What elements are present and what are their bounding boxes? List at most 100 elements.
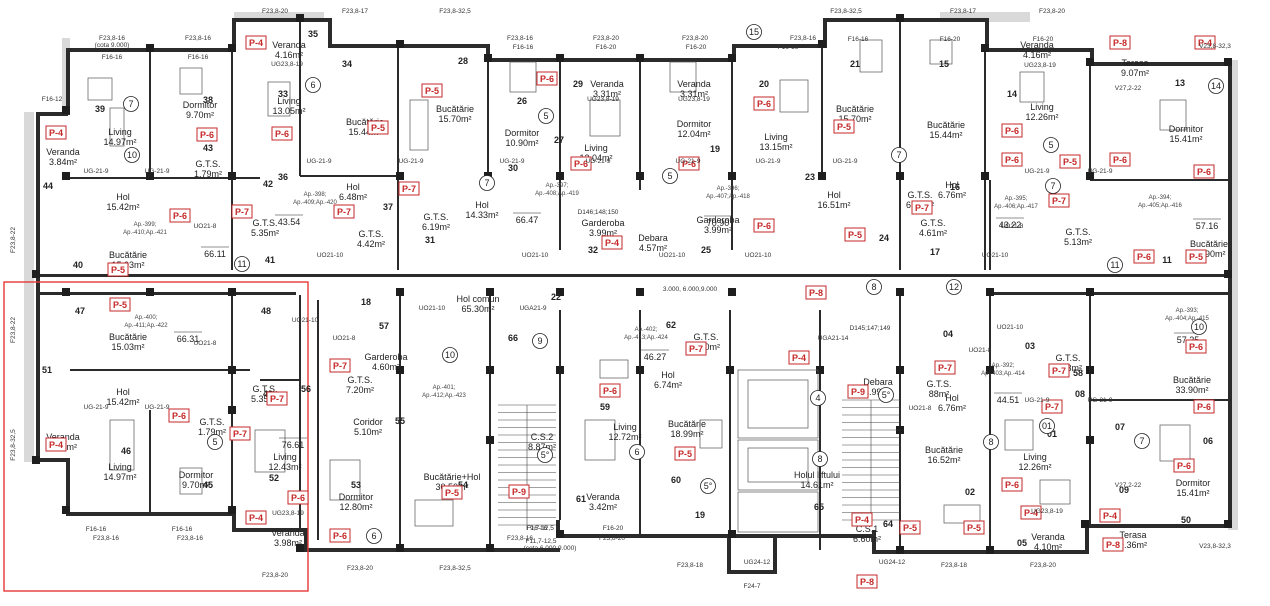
room-name: Bucătărie: [668, 419, 706, 429]
dimension-label: F16-16: [527, 525, 548, 532]
apartment-id: Ap.-398;: [304, 192, 327, 198]
tag-frame: [753, 218, 775, 233]
dimension-label: F23,8-20: [682, 35, 708, 42]
dimension-label: (cota 9.000): [95, 42, 130, 49]
room-area: 16.52m²: [927, 455, 960, 465]
room-name: G.T.S.: [195, 159, 220, 169]
apartment-type-tag: P-5: [109, 297, 131, 312]
furniture-item: [943, 504, 981, 524]
apartment-id: Ap.-393;: [1176, 308, 1199, 314]
apartment-type-tag: P-6: [536, 71, 558, 86]
tag-frame: [678, 156, 700, 171]
apartment-type-tag: P-4: [601, 235, 623, 250]
apartment-id: Ap.-394;: [1149, 195, 1172, 201]
tag-frame: [1001, 152, 1023, 167]
room-area: 5.10m²: [354, 427, 382, 437]
room-area: 33.90m²: [1175, 385, 1208, 395]
grid-marker-label: 5: [543, 111, 548, 121]
tag-label: P-6: [1177, 461, 1191, 471]
apartment-area: 70.90: [707, 218, 730, 228]
opening-label: UG-21-9: [1025, 168, 1050, 175]
room-name: Debara: [638, 233, 668, 243]
room-area: 13.15m²: [759, 142, 792, 152]
room-area: 9.07m²: [1121, 68, 1149, 78]
dimension-label: UG23,8-19: [1024, 62, 1056, 69]
room-number: 31: [425, 235, 435, 245]
room-name: Veranda: [46, 147, 80, 157]
apartment-area: 76.61: [282, 440, 305, 450]
tag-label: P-5: [848, 230, 862, 240]
column: [396, 544, 404, 552]
apartment-type-tag: P-4: [245, 510, 267, 525]
dimension-label: F9,7-12,5: [526, 525, 554, 532]
room-area: 16.51m²: [817, 200, 850, 210]
room-name: G.T.S.: [252, 218, 277, 228]
apartment-type-tag: P-6: [678, 156, 700, 171]
apartment-type-tag: P-6: [570, 156, 592, 171]
dimension-label: UG23,8-19: [678, 96, 710, 103]
dimension-label: F23,8-16: [177, 535, 203, 542]
apartment-type-tag: P-6: [1193, 164, 1215, 179]
opening-label: UG-21-9: [1025, 397, 1050, 404]
dimension-label: F16-16: [513, 44, 534, 51]
room-area: 9.70m²: [186, 110, 214, 120]
room-number: 29: [573, 79, 583, 89]
furniture-item: [929, 39, 953, 65]
opening-label: UG-21-9: [145, 168, 170, 175]
room-name: Veranda: [46, 432, 80, 442]
tag-label: P-5: [445, 488, 459, 498]
tag-label: P-7: [235, 207, 249, 217]
room-area: 15.44m²: [929, 130, 962, 140]
room-name: Veranda: [1020, 40, 1054, 50]
room-name: Veranda: [271, 528, 305, 538]
apartment-type-tag: P-6: [1133, 249, 1155, 264]
room-name: Living: [108, 127, 132, 137]
opening-label: UO21-8: [1001, 223, 1024, 230]
room-name: Garderoba: [581, 218, 624, 228]
room-number: 66: [508, 333, 518, 343]
tag-label: P-9: [512, 487, 526, 497]
column: [486, 288, 494, 296]
tag-label: P-7: [689, 344, 703, 354]
furniture-item: [179, 467, 203, 495]
apartment-area: 46.27: [644, 352, 667, 362]
tag-frame: [1133, 249, 1155, 264]
tag-frame: [685, 341, 707, 356]
dimension-label: F23,8-20: [1039, 8, 1065, 15]
room-name: Dormitor: [339, 492, 374, 502]
grid-marker-label: 5°: [541, 450, 550, 460]
opening-label: UG-21-9: [833, 158, 858, 165]
dimension-label: F23,8-16: [185, 35, 211, 42]
tag-frame: [1020, 505, 1042, 520]
room-name: G.T.S.: [1065, 227, 1090, 237]
tag-label: P-7: [337, 207, 351, 217]
room-name: Bucătărie: [346, 117, 384, 127]
room-area: 4.42m²: [357, 239, 385, 249]
dimension-label: F23,8-20: [262, 8, 288, 15]
furniture-item: [409, 99, 429, 151]
apartment-type-tag: P-6: [169, 208, 191, 223]
room-name: Hol: [475, 200, 489, 210]
column: [228, 366, 236, 374]
column: [986, 546, 994, 554]
apartment-area: 43.54: [278, 217, 301, 227]
apartment-type-tag: P-5: [899, 520, 921, 535]
grid-marker-label: 5: [212, 437, 217, 447]
apartment-type-tag: P-4: [45, 437, 67, 452]
apartment-id-floors: Ap.-410;Ap.-421: [123, 230, 167, 236]
room-area: 6.76m²: [938, 190, 966, 200]
room-area: 15.41m²: [1176, 488, 1209, 498]
tag-frame: [245, 510, 267, 525]
tag-label: P-5: [967, 523, 981, 533]
column: [486, 436, 494, 444]
dimension-label: F23,8-16: [507, 35, 533, 42]
dimension-label: UG23,8-19: [271, 61, 303, 68]
apartment-type-tag: P-7: [934, 360, 956, 375]
tag-label: P-5: [1063, 157, 1077, 167]
room-name: Living: [1023, 452, 1047, 462]
dimension-label: F23,8-22: [10, 317, 17, 343]
opening-label: UO21-8: [969, 347, 992, 354]
tag-label: P-5: [111, 265, 125, 275]
room-name: Veranda: [1031, 532, 1065, 542]
room-name: Coridor: [353, 417, 383, 427]
